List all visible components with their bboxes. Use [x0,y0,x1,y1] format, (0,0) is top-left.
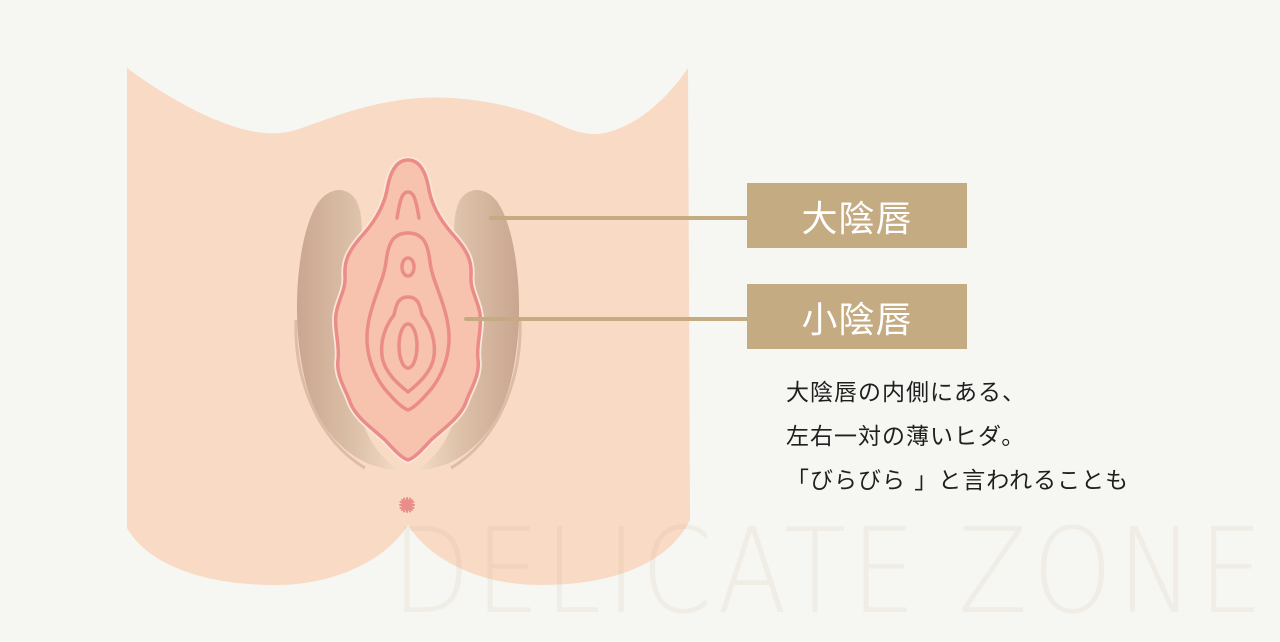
label-labia-minora-text: 小陰唇 [801,299,913,341]
labia-majora [294,190,522,470]
label-labia-majora-text: 大陰唇 [801,198,913,240]
label-labia-minora: 小陰唇 [747,284,967,349]
description-caption: 大陰唇の内側にある、 左右一対の薄いヒダ。 「びらびら 」と言われることも [786,371,1129,503]
labia-minora [332,156,484,464]
caption-line: 左右一対の薄いヒダ。 [786,424,1026,450]
caption-line: 大陰唇の内側にある、 [786,380,1026,406]
caption-line: 「びらびら 」と言われることも [786,468,1130,494]
asterisk-icon [399,497,415,513]
label-labia-majora: 大陰唇 [747,183,967,248]
